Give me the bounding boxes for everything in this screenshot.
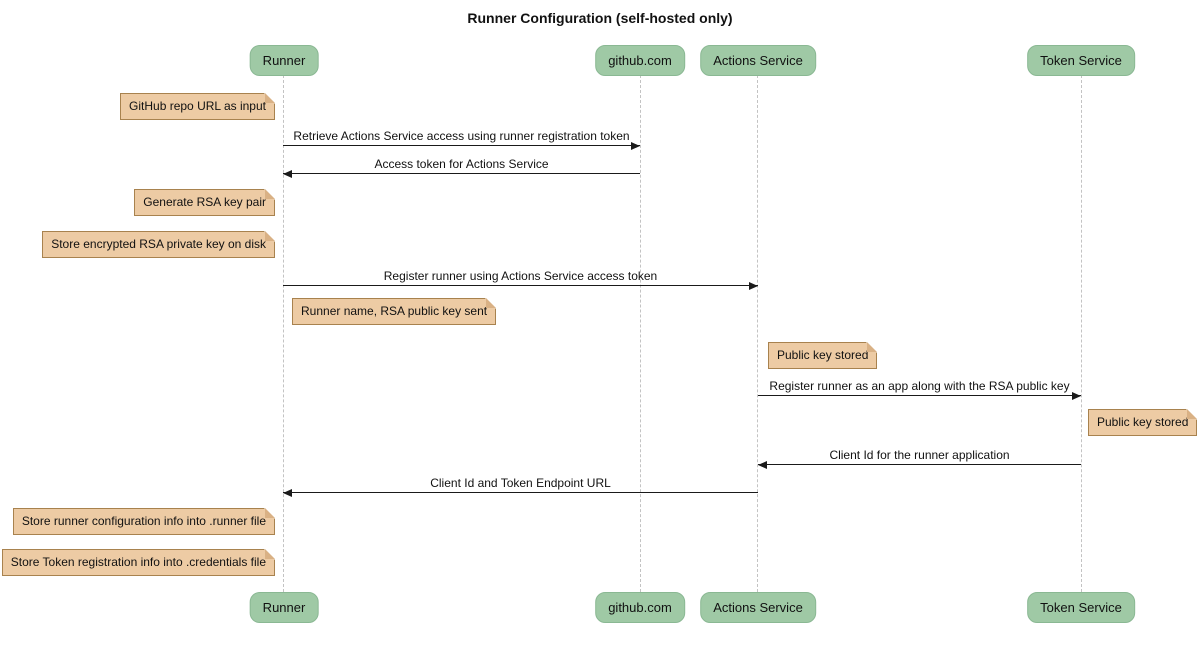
arrowhead-right-icon bbox=[631, 142, 640, 150]
message-line bbox=[283, 492, 758, 493]
message-label: Register runner as an app along with the… bbox=[769, 379, 1070, 393]
message-access-token-for-actions-service: Access token for Actions Service bbox=[283, 154, 640, 178]
arrowhead-right-icon bbox=[749, 282, 758, 290]
note-store-encrypted-rsa-private-key: Store encrypted RSA private key on disk bbox=[42, 231, 275, 258]
message-label: Register runner using Actions Service ac… bbox=[383, 269, 658, 283]
message-client-id-and-token-endpoint-url: Client Id and Token Endpoint URL bbox=[283, 473, 758, 497]
message-client-id-for-runner-application: Client Id for the runner application bbox=[758, 445, 1081, 469]
message-line bbox=[758, 464, 1081, 465]
note-generate-rsa-key-pair: Generate RSA key pair bbox=[134, 189, 275, 216]
participant-top-token-service: Token Service bbox=[1027, 45, 1135, 76]
participant-bottom-github-com: github.com bbox=[595, 592, 685, 623]
lifeline-actions-service bbox=[757, 75, 758, 592]
participant-bottom-runner: Runner bbox=[249, 592, 319, 623]
note-store-runner-configuration-info: Store runner configuration info into .ru… bbox=[12, 508, 276, 535]
message-line bbox=[758, 395, 1081, 396]
lifeline-runner bbox=[283, 75, 284, 592]
message-label: Client Id for the runner application bbox=[829, 448, 1010, 462]
participant-bottom-token-service: Token Service bbox=[1027, 592, 1135, 623]
message-line bbox=[283, 285, 758, 286]
participant-top-actions-service: Actions Service bbox=[700, 45, 816, 76]
arrowhead-left-icon bbox=[283, 489, 292, 497]
participant-top-github-com: github.com bbox=[595, 45, 685, 76]
participant-bottom-actions-service: Actions Service bbox=[700, 592, 816, 623]
message-label: Access token for Actions Service bbox=[374, 157, 549, 171]
note-public-key-stored-actions-service: Public key stored bbox=[768, 342, 878, 369]
message-line bbox=[283, 173, 640, 174]
message-register-runner: Register runner using Actions Service ac… bbox=[283, 266, 758, 290]
message-retrieve-actions-service-access: Retrieve Actions Service access using ru… bbox=[283, 126, 640, 150]
lifeline-github-com bbox=[640, 75, 641, 592]
note-public-key-stored-token-service: Public key stored bbox=[1088, 409, 1198, 436]
diagram-title: Runner Configuration (self-hosted only) bbox=[467, 10, 733, 26]
lifeline-token-service bbox=[1081, 75, 1082, 592]
note-runner-name-rsa-public-key-sent: Runner name, RSA public key sent bbox=[292, 298, 497, 325]
message-line bbox=[283, 145, 640, 146]
message-register-runner-as-app: Register runner as an app along with the… bbox=[758, 376, 1081, 400]
arrowhead-left-icon bbox=[758, 461, 767, 469]
note-github-repo-url-as-input: GitHub repo URL as input bbox=[120, 93, 275, 120]
message-label: Retrieve Actions Service access using ru… bbox=[293, 129, 630, 143]
message-label: Client Id and Token Endpoint URL bbox=[430, 476, 611, 490]
participant-top-runner: Runner bbox=[249, 45, 319, 76]
arrowhead-left-icon bbox=[283, 170, 292, 178]
arrowhead-right-icon bbox=[1072, 392, 1081, 400]
note-store-token-registration-info: Store Token registration info into .cred… bbox=[1, 549, 276, 576]
